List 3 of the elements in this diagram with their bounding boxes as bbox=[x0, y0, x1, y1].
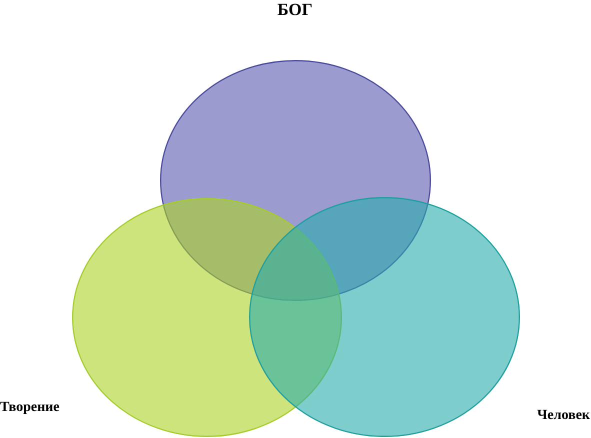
set-label: Творение bbox=[0, 400, 60, 417]
set-label: Человек bbox=[537, 408, 590, 425]
set-label: БОГ bbox=[277, 0, 313, 20]
